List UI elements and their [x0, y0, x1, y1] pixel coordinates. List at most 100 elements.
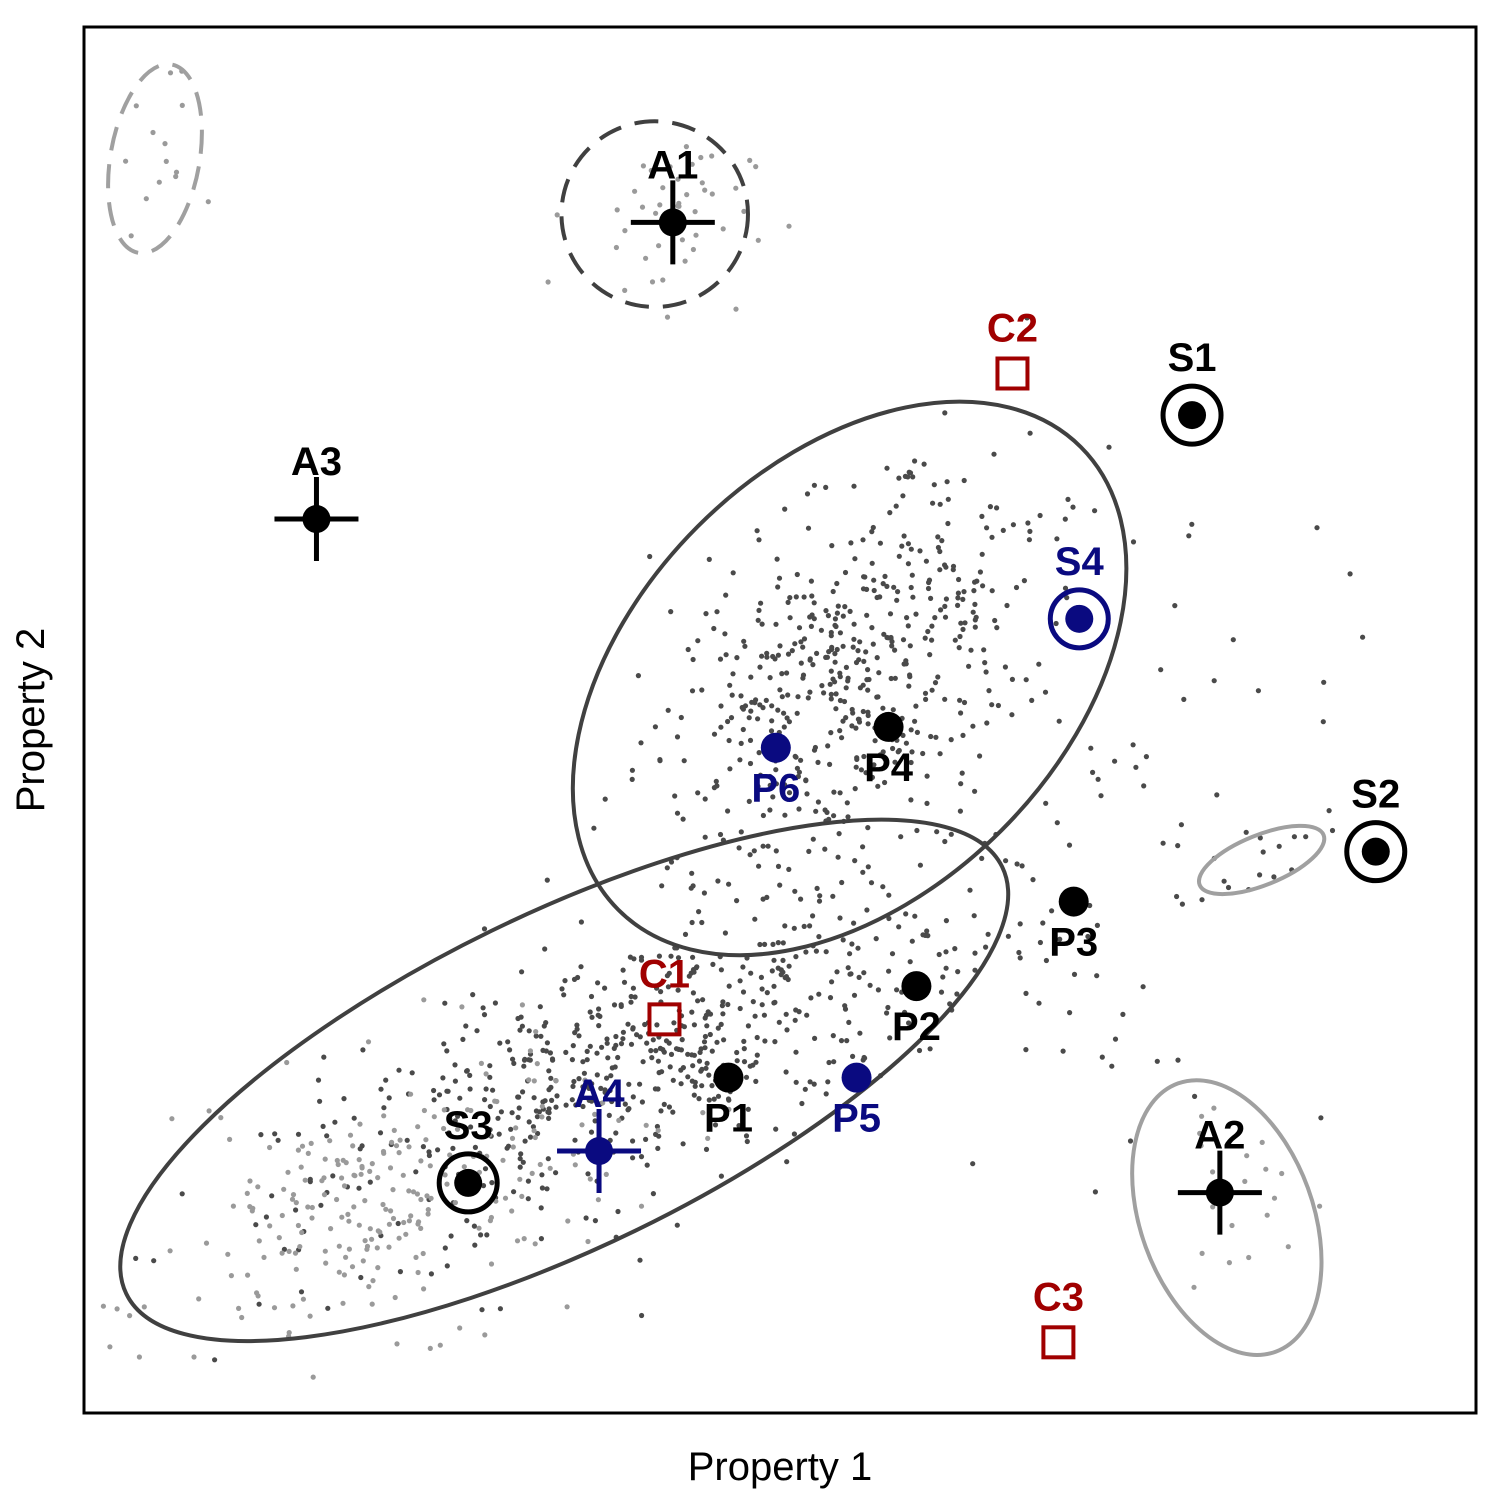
sample-point-1-136 — [807, 923, 813, 929]
sample-point-1-465 — [685, 1051, 691, 1057]
sample-point-0-218 — [991, 451, 997, 457]
sample-point-0-298 — [829, 644, 835, 650]
sample-point-0-367 — [647, 553, 653, 560]
sample-point-0-386 — [955, 602, 961, 609]
sample-point-2-239 — [279, 1212, 285, 1219]
sample-point-1-389 — [489, 1180, 495, 1186]
sample-point-1-142 — [548, 1075, 554, 1081]
sample-point-1-567 — [940, 974, 946, 980]
sample-point-1-255 — [943, 965, 949, 971]
sample-point-1-166 — [769, 968, 775, 974]
sample-point-0-236 — [844, 800, 850, 806]
sample-point-1-473 — [534, 1114, 541, 1120]
sample-point-0-483 — [928, 733, 934, 740]
sample-point-3-0 — [1321, 679, 1327, 685]
sample-point-2-180 — [375, 1265, 381, 1271]
sample-point-0-7 — [727, 766, 733, 772]
sample-point-0-402 — [852, 556, 858, 562]
sample-point-2-111 — [392, 1294, 398, 1301]
sample-point-6-1 — [1246, 1254, 1252, 1261]
marker-p5 — [841, 1062, 872, 1093]
sample-point-1-597 — [530, 1124, 537, 1130]
sample-point-2-1 — [537, 1161, 543, 1168]
sample-point-1-299 — [972, 950, 978, 956]
sample-point-1-604 — [825, 1079, 831, 1085]
sample-point-1-170 — [880, 884, 886, 890]
sample-point-1-27 — [531, 1095, 537, 1101]
sample-point-3-3 — [1211, 678, 1217, 684]
sample-point-1-359 — [586, 1085, 592, 1091]
sample-point-1-55 — [602, 985, 608, 991]
sample-point-1-553 — [455, 1113, 461, 1119]
sample-point-4-25 — [683, 144, 690, 150]
sample-point-2-224 — [415, 1221, 421, 1227]
marker-a3 — [274, 477, 359, 562]
sample-point-0-270 — [903, 740, 910, 746]
sample-point-0-412 — [746, 715, 752, 721]
sample-point-1-177 — [775, 940, 781, 946]
sample-point-0-488 — [715, 878, 721, 884]
sample-point-2-219 — [362, 1198, 368, 1204]
sample-point-1-203 — [826, 1059, 832, 1066]
sample-point-1-13 — [696, 1058, 703, 1064]
marker-p4-dot — [873, 711, 904, 742]
sample-point-1-124 — [520, 1089, 526, 1095]
marker-p5-dot — [841, 1062, 872, 1093]
sample-point-0-424 — [773, 781, 780, 787]
sample-point-0-97 — [871, 762, 877, 768]
sample-point-0-420 — [968, 647, 974, 653]
sample-point-1-464 — [426, 1152, 432, 1159]
sample-point-2-81 — [247, 1178, 253, 1184]
sample-point-0-508 — [748, 708, 754, 714]
sample-point-3-54 — [1221, 878, 1227, 884]
sample-point-2-208 — [413, 1254, 419, 1260]
sample-point-2-167 — [533, 1029, 539, 1035]
sample-point-0-430 — [742, 703, 749, 709]
sample-point-0-329 — [762, 941, 768, 948]
sample-point-0-476 — [913, 611, 919, 617]
sample-point-1-406 — [817, 893, 823, 899]
sample-point-1-238 — [621, 979, 628, 985]
sample-point-0-18 — [948, 831, 954, 837]
sample-point-1-347 — [754, 1052, 760, 1058]
sample-point-1-509 — [504, 1145, 510, 1151]
sample-point-1-266 — [917, 862, 924, 868]
sample-point-1-82 — [745, 1023, 752, 1029]
x-axis-title: Property 1 — [688, 1445, 873, 1489]
label-s1: S1 — [1168, 336, 1217, 380]
sample-point-2-95 — [293, 1200, 299, 1206]
sample-point-1-284 — [780, 957, 786, 964]
sample-point-1-346 — [441, 1041, 447, 1047]
sample-point-0-362 — [860, 682, 866, 688]
sample-point-0-1 — [742, 643, 748, 649]
sample-point-0-515 — [882, 756, 888, 762]
sample-point-1-329 — [515, 1094, 521, 1100]
sample-point-1-134 — [699, 1083, 705, 1089]
sample-point-1-128 — [442, 1245, 448, 1251]
sample-point-1-502 — [559, 986, 565, 992]
sample-point-0-411 — [935, 544, 942, 551]
sample-point-1-425 — [894, 987, 900, 993]
sample-point-1-372 — [630, 1094, 636, 1100]
sample-point-1-213 — [596, 1006, 602, 1012]
sample-point-1-489 — [725, 1096, 732, 1102]
sample-point-1-288 — [702, 1045, 708, 1051]
sample-point-2-169 — [406, 1218, 412, 1224]
sample-point-1-385 — [569, 1097, 575, 1103]
sample-point-0-482 — [659, 883, 665, 889]
sample-point-1-349 — [263, 1214, 269, 1220]
sample-point-1-408 — [1016, 949, 1022, 956]
sample-point-1-309 — [615, 1208, 621, 1215]
sample-point-3-76 — [1112, 1036, 1119, 1042]
sample-point-1-342 — [655, 1058, 662, 1064]
sample-point-1-230 — [639, 1099, 646, 1105]
sample-point-3-48 — [1320, 719, 1326, 725]
sample-point-0-349 — [950, 563, 957, 569]
sample-point-1-500 — [762, 1038, 768, 1044]
sample-point-2-46 — [600, 1100, 606, 1106]
sample-point-1-361 — [487, 1063, 493, 1069]
label-a2: A2 — [1194, 1114, 1245, 1158]
sample-point-1-287 — [318, 1202, 324, 1208]
sample-point-2-143 — [100, 1303, 106, 1309]
